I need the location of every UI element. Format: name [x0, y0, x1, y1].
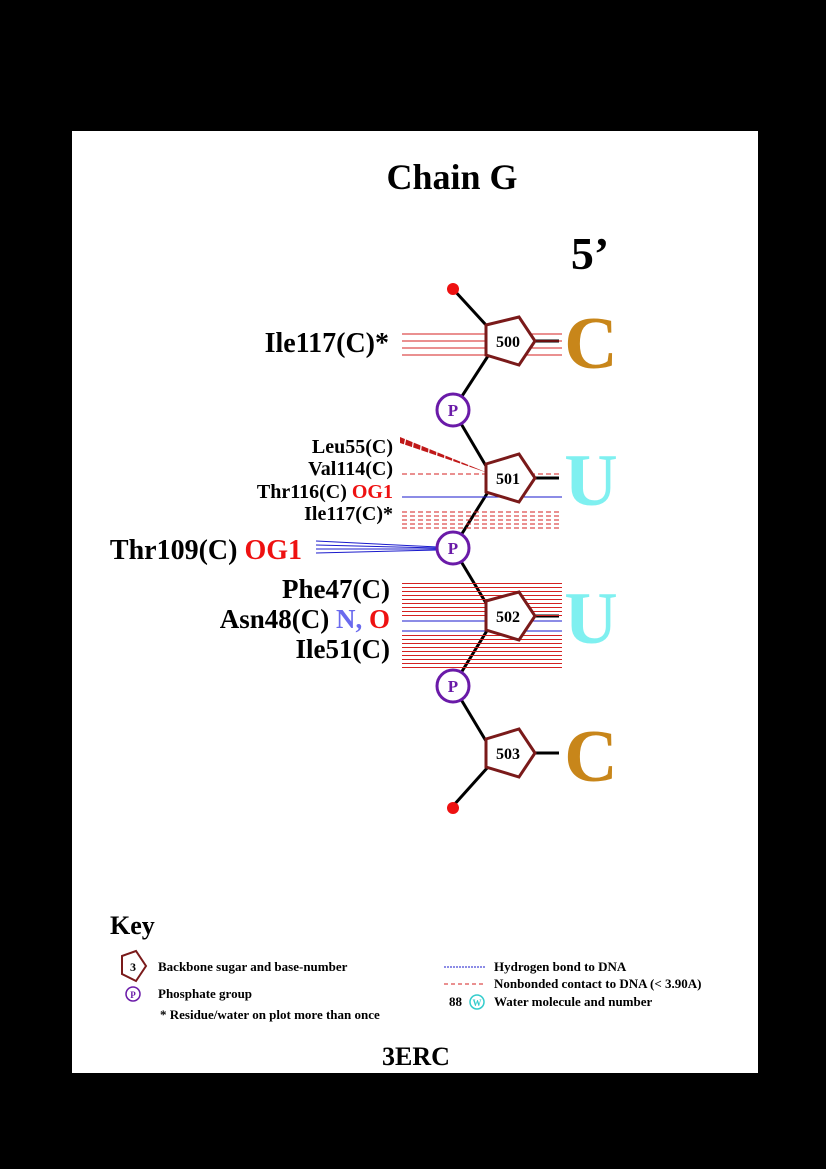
atom-label: OG1: [352, 481, 393, 503]
residue-label: Thr116(C): [257, 481, 347, 503]
nucleotide-500-sugar: 500: [484, 315, 537, 367]
plot-title: Chain G: [386, 157, 517, 197]
key-phosphate-label: Phosphate group: [158, 986, 252, 1001]
svg-text:3: 3: [130, 960, 136, 974]
svg-text:501: 501: [496, 471, 520, 488]
key-nonbonded-label: Nonbonded contact to DNA (< 3.90A): [494, 976, 701, 991]
key-water-icon: [469, 994, 485, 1010]
svg-text:Asn48(C) N, O: Asn48(C) N, O: [220, 604, 390, 634]
nonbonded-phe47-block: [402, 583, 562, 617]
svg-text:P: P: [448, 539, 458, 558]
svg-text:503: 503: [496, 746, 520, 763]
svg-text:P: P: [448, 677, 458, 696]
strand-end-label: 5’: [571, 228, 609, 279]
key-hbond-label: Hydrogen bond to DNA: [494, 959, 627, 974]
key-title: Key: [110, 911, 155, 940]
key-water-number: 88: [449, 994, 463, 1009]
residue-label: Val114(C): [308, 458, 393, 480]
base-502: U: [564, 578, 617, 660]
nucleotide-501-sugar: 501: [484, 452, 537, 504]
residue-label: Leu55(C): [312, 436, 393, 458]
nucplot-diagram: Chain G 5’: [110, 157, 702, 1071]
base-500: C: [564, 303, 617, 385]
svg-text:500: 500: [496, 334, 520, 351]
key-sugar-label: Backbone sugar and base-number: [158, 959, 348, 974]
key-phosphate-icon: [125, 986, 141, 1002]
hydrogen-bonds: [315, 496, 562, 632]
leu55-wedge-hatch: [403, 436, 471, 472]
residue-label: Thr109(C): [110, 535, 238, 566]
residue-labels: Ile117(C)* Leu55(C) Val114(C) Thr116(C) …: [110, 328, 393, 664]
phosphate-501-502: P: [435, 530, 471, 566]
nucleotide-502-sugar: 502: [484, 590, 537, 642]
plot-sheet: Chain G 5’: [72, 131, 758, 1073]
atom-label: OG1: [244, 535, 302, 566]
svg-text:W: W: [473, 998, 482, 1008]
residue-label: Ile117(C)*: [304, 503, 393, 525]
key: Key 3 Backbone sugar and base-number P P…: [110, 911, 701, 1022]
key-sugar-icon: [121, 949, 148, 983]
key-asterisk-note: * Residue/water on plot more than once: [160, 1007, 380, 1022]
terminal-dot-3prime: [447, 802, 459, 814]
phosphate-500-501: P: [435, 392, 471, 428]
residue-label: Phe47(C): [282, 574, 390, 604]
svg-text:P: P: [130, 990, 136, 1000]
nonbonded-ile51-block: [402, 634, 562, 670]
phosphate-502-503: P: [435, 668, 471, 704]
key-water-label: Water molecule and number: [494, 994, 653, 1009]
svg-text:P: P: [448, 401, 458, 420]
svg-text:502: 502: [496, 609, 520, 626]
svg-text:Thr109(C) OG1: Thr109(C) OG1: [110, 535, 302, 566]
atom-label-o: O: [369, 604, 390, 634]
terminal-dot-5prime: [447, 283, 459, 295]
nonbonded-leu55-wedge: [400, 437, 488, 473]
nucleotide-503-sugar: 503: [484, 727, 537, 779]
residue-label: Asn48(C): [220, 604, 330, 634]
pdb-code: 3ERC: [382, 1042, 450, 1071]
base-501: U: [564, 440, 617, 522]
residue-label: Ile117(C)*: [265, 328, 389, 359]
base-503: C: [564, 716, 617, 798]
atom-label-n: N,: [336, 604, 362, 634]
svg-text:Thr116(C) OG1: Thr116(C) OG1: [257, 481, 393, 503]
residue-label: Ile51(C): [296, 634, 390, 664]
